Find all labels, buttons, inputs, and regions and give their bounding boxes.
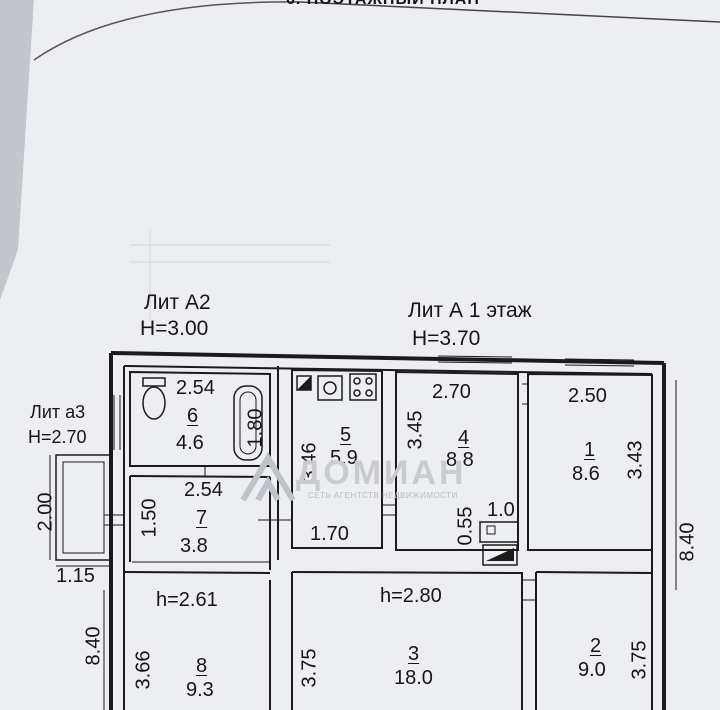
- watermark-tagline: СЕТЬ АГЕНТСТВ НЕДВИЖИМОСТИ: [308, 491, 458, 500]
- bathtub-icon: [233, 385, 263, 461]
- room-4-area: 8.8: [446, 449, 474, 471]
- toilet-bowl-icon: [142, 386, 166, 420]
- room-7-area: 3.8: [180, 535, 208, 557]
- dimension-8-40-left: 8.40: [82, 626, 105, 666]
- room-6-number: 6: [187, 405, 199, 427]
- room-7-number: 7: [196, 507, 208, 529]
- dimension-2-54-top: 2.54: [176, 377, 215, 399]
- furnace-fill: [486, 548, 514, 561]
- dimension-3-75-left: 3.75: [298, 648, 321, 688]
- dimension-2-00: 2.00: [34, 492, 57, 532]
- room-1-area: 8.6: [572, 463, 600, 485]
- block-a3-name: Лит а3: [30, 402, 86, 422]
- block-a-name: Лит А 1 этаж: [408, 299, 532, 322]
- toilet-tank-icon: [142, 377, 166, 387]
- heater-icon: [479, 521, 519, 543]
- ceiling-height-2-61: h=2.61: [156, 589, 218, 611]
- book-edge: [0, 0, 34, 300]
- boiler-fill: [297, 376, 311, 390]
- faint-guides: [130, 230, 330, 320]
- dimension-2-70: 2.70: [432, 381, 471, 403]
- dimension-0-55: 0.55: [454, 506, 477, 546]
- dimension-3-75-right: 3.75: [628, 640, 651, 680]
- dimension-lines: [49, 380, 677, 710]
- room-3-number: 3: [408, 643, 420, 665]
- dimension-1-0: 1.0: [487, 499, 515, 521]
- fixtures: [142, 373, 519, 566]
- block-a3-height: H=2.70: [28, 427, 87, 447]
- dimension-2-50: 2.50: [568, 385, 607, 407]
- room-1-number: 1: [584, 439, 596, 461]
- ceiling-height-2-80: h=2.80: [380, 585, 442, 607]
- dimension-3-45: 3.45: [404, 410, 427, 450]
- room-8-number: 8: [196, 655, 208, 677]
- block-a-height: H=3.70: [412, 327, 481, 350]
- room-2-area: 9.0: [578, 659, 606, 681]
- sink-icon: [317, 375, 343, 401]
- dimension-1-15: 1.15: [56, 565, 95, 587]
- block-a2-height: H=3.00: [140, 317, 209, 340]
- furnace-icon: [482, 544, 518, 566]
- watermark-logo-icon: [240, 452, 296, 502]
- block-a2-name: Лит А2: [144, 291, 211, 314]
- room-2-number: 2: [590, 635, 602, 657]
- room-8-area: 9.3: [186, 679, 214, 701]
- watermark-brand: ДОМИАН: [296, 454, 467, 492]
- dimension-2-54-mid: 2.54: [184, 479, 223, 501]
- dimension-1-50: 1.50: [138, 498, 161, 538]
- page-curve-line: [33, 1, 301, 61]
- dimension-8-40-right: 8.40: [676, 522, 699, 562]
- room-4-number: 4: [458, 427, 470, 449]
- dimension-1-80: 1.80: [244, 408, 267, 448]
- stove-icon: [349, 373, 377, 401]
- dimension-3-43: 3.43: [624, 440, 647, 480]
- room-5-area: 5.9: [330, 447, 358, 469]
- page-title: 6. ПОЭТАЖНЫЙ ПЛАН: [286, 0, 480, 8]
- room-3-area: 18.0: [394, 667, 433, 689]
- title-underline: [299, 1, 720, 23]
- dimension-1-70: 1.70: [310, 523, 349, 545]
- dimension-3-66: 3.66: [132, 650, 155, 690]
- room-5-number: 5: [340, 424, 352, 446]
- room-6-area: 4.6: [176, 432, 204, 454]
